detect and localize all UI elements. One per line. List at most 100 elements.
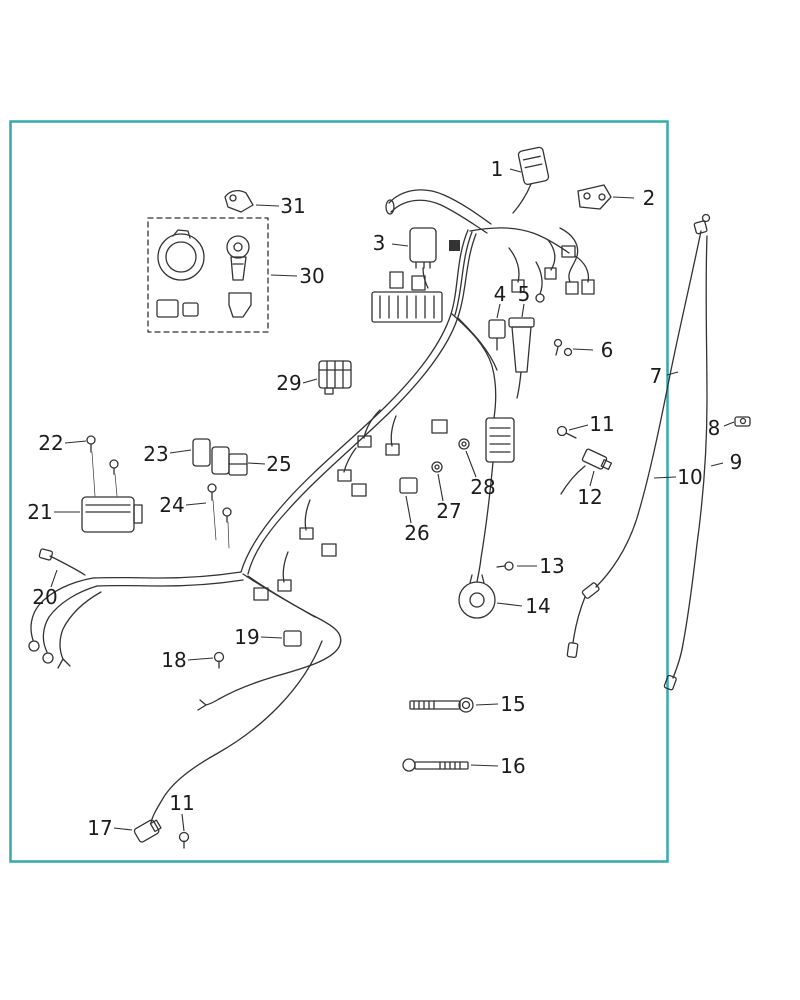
callout-label-23: 23 [143, 442, 168, 466]
spark-plug-cap-part-17 [133, 819, 162, 843]
washer-part-27 [431, 461, 443, 473]
bolts-part-6 [553, 338, 573, 357]
callout-label-3: 3 [373, 231, 386, 255]
cdi-unit [476, 417, 515, 583]
callout-leader-19 [260, 636, 283, 639]
callout-label-11: 11 [589, 412, 614, 436]
callout-leader-20 [50, 569, 58, 588]
callout-label-29: 29 [276, 371, 301, 395]
screw-part-16 [402, 758, 469, 772]
connector-part-29 [318, 360, 352, 395]
callout-label-17: 17 [87, 816, 112, 840]
ground-cable-part-20 [38, 548, 86, 576]
callout-leader-10 [653, 476, 677, 479]
callout-leader-26 [405, 495, 412, 524]
relays-part-23 [192, 438, 230, 475]
callout-label-25: 25 [266, 452, 291, 476]
sensor-part-12 [560, 448, 613, 495]
cable-clamp-part-8 [734, 416, 751, 427]
lever-part-31 [224, 190, 254, 213]
callout-leader-1 [509, 168, 522, 173]
lower-harness-branch [197, 573, 342, 711]
callout-label-26: 26 [404, 521, 429, 545]
callout-leader-12 [589, 470, 595, 487]
callout-label-7: 7 [650, 364, 663, 388]
callout-leader-31 [255, 204, 280, 207]
callout-label-27: 27 [436, 499, 461, 523]
callout-label-10: 10 [677, 465, 702, 489]
callout-label-31: 31 [280, 194, 305, 218]
callout-leader-28 [465, 450, 477, 478]
callout-leader-6 [572, 348, 594, 351]
spark-plug-cable [150, 640, 323, 824]
callout-label-5: 5 [518, 282, 531, 306]
horn-part-14 [458, 574, 496, 619]
callout-label-1: 1 [491, 157, 504, 181]
callout-label-2: 2 [643, 186, 656, 210]
connector-part-1 [512, 146, 550, 214]
callout-leader-8 [723, 421, 735, 427]
battery-cables [28, 571, 244, 669]
callout-leader-27 [437, 473, 444, 502]
fuse-box [371, 271, 443, 323]
bolt-part-11-upper [556, 425, 577, 439]
throttle-cables [566, 213, 711, 691]
relay-part-3 [409, 227, 437, 289]
callout-leader-18 [187, 657, 214, 661]
ignition-coil-part-5 [508, 317, 535, 399]
callout-leader-15 [475, 703, 499, 706]
callout-label-8: 8 [708, 416, 721, 440]
screws-part-24 [207, 483, 232, 549]
fuel-cap-assembly-part-30 [147, 217, 269, 333]
callout-leader-11 [181, 813, 185, 832]
wiring-harness-artwork [28, 146, 751, 849]
callout-leader-9 [710, 462, 724, 467]
callout-leader-7 [666, 371, 679, 376]
callout-leader-11 [568, 424, 589, 431]
callout-label-11: 11 [169, 791, 194, 815]
callout-label-12: 12 [577, 485, 602, 509]
bolt-part-18 [213, 651, 225, 669]
mid-harness-connectors [253, 409, 448, 601]
callout-label-16: 16 [500, 754, 525, 778]
connector-part-19 [283, 630, 302, 647]
diagram-border-frame [9, 120, 669, 863]
screws-part-22 [86, 435, 119, 497]
callout-label-21: 21 [27, 500, 52, 524]
callout-label-30: 30 [299, 264, 324, 288]
bolt-part-13 [496, 561, 514, 571]
callout-label-20: 20 [32, 585, 57, 609]
bracket-part-2 [577, 184, 612, 210]
callout-leader-17 [113, 827, 133, 831]
main-harness-trunk [240, 227, 576, 575]
callout-label-28: 28 [470, 475, 495, 499]
callout-leader-5 [521, 303, 525, 318]
callout-label-14: 14 [525, 594, 550, 618]
bolt-part-15 [409, 697, 474, 713]
callout-label-19: 19 [234, 625, 259, 649]
callout-label-13: 13 [539, 554, 564, 578]
handlebar-tube [385, 189, 492, 234]
callout-label-4: 4 [494, 282, 507, 306]
callout-leader-3 [391, 243, 409, 247]
callout-label-15: 15 [500, 692, 525, 716]
callout-label-9: 9 [730, 450, 743, 474]
callout-leader-22 [64, 440, 87, 444]
callout-leader-16 [470, 764, 499, 767]
callout-leader-4 [496, 303, 501, 319]
connector-part-4 [488, 319, 506, 351]
callout-leader-2 [612, 196, 635, 199]
callout-label-18: 18 [161, 648, 186, 672]
callout-label-6: 6 [601, 338, 614, 362]
ecu-part-21 [81, 496, 143, 533]
callout-label-22: 22 [38, 431, 63, 455]
callout-leader-29 [302, 378, 318, 384]
connector-part-26 [399, 477, 418, 494]
upper-branch-wires [508, 227, 595, 303]
callout-leader-23 [169, 449, 192, 454]
callout-leader-30 [270, 274, 298, 277]
callout-leader-24 [185, 502, 207, 506]
